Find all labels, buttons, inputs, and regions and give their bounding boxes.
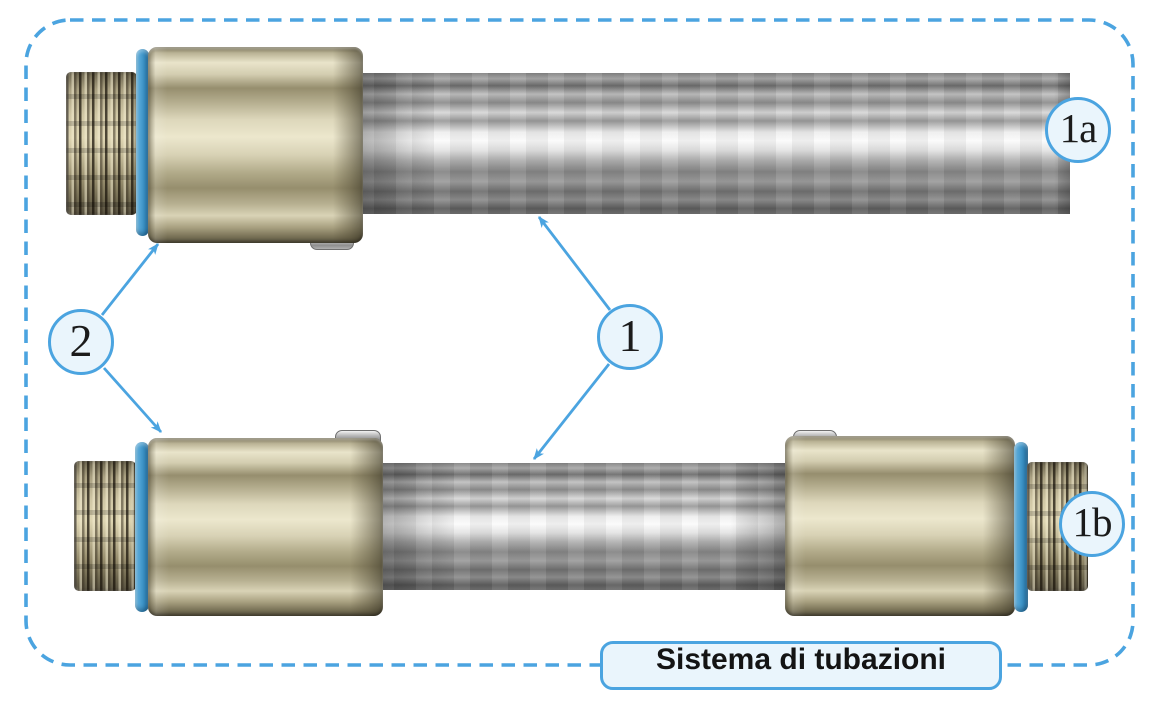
callout-2-label: 2	[69, 314, 93, 366]
threaded-end-1a	[66, 72, 137, 215]
arrow-2-to-bottom-fitting	[102, 367, 163, 433]
arrow-1-to-top-pipe	[537, 216, 612, 311]
callout-1b: 1b	[1059, 491, 1125, 557]
coupling-nut-1a	[148, 47, 363, 243]
diagram-title: Sistema di tubazioni	[655, 643, 947, 676]
oring-seal-left-1b	[135, 442, 149, 612]
coupling-nut-left-1b	[148, 438, 383, 616]
callout-1a-label: 1a	[1059, 105, 1098, 151]
arrow-2-to-top-fitting	[100, 243, 160, 316]
diagram-title-box: Sistema di tubazioni	[600, 641, 1002, 690]
oring-seal-right-1b	[1014, 442, 1028, 612]
callout-1a: 1a	[1045, 97, 1111, 163]
callout-1-label: 1	[618, 309, 642, 361]
coupling-nut-right-1b	[785, 436, 1015, 616]
arrow-1-to-bottom-pipe	[532, 363, 611, 460]
pipe-body-1b	[378, 463, 790, 590]
callout-2: 2	[48, 309, 114, 375]
callout-1: 1	[597, 304, 663, 370]
callout-1b-label: 1b	[1072, 499, 1113, 545]
pipe-body-1a	[358, 73, 1070, 214]
threaded-end-left-1b	[74, 461, 136, 591]
